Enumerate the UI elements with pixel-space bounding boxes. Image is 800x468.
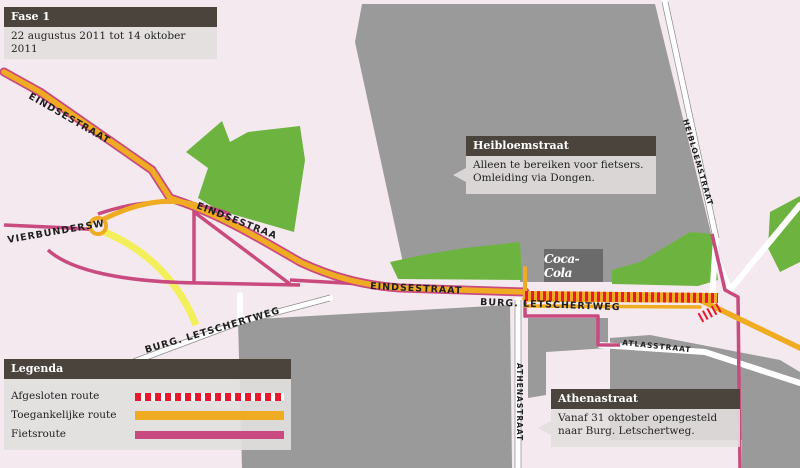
- callout-athenastraat-body: Vanaf 31 oktober opengesteld naar Burg. …: [551, 409, 740, 447]
- callout-heibloemstraat-body: Alleen te bereiken voor fietsers. Omleid…: [466, 156, 656, 194]
- phase-box: Fase 1 22 augustus 2011 tot 14 oktober 2…: [4, 7, 217, 59]
- callout-heibloemstraat-title: Heibloemstraat: [466, 136, 656, 156]
- legend-swatch-bike: [135, 430, 284, 439]
- phase-title: Fase 1: [4, 7, 217, 27]
- legend-swatch-accessible: [135, 411, 284, 420]
- legend-body: Afgesloten route Toegankelijke route Fie…: [4, 379, 291, 450]
- callout-heibloemstraat-line: Omleiding via Dongen.: [473, 172, 595, 184]
- legend-swatch-closed: [135, 392, 284, 401]
- street-text-eindsestraat-nw: EINDSESTRAAT: [27, 91, 112, 147]
- street-text-eindsestraat-east: EINDSESTRAAT: [370, 281, 462, 297]
- park-east-eindsestraat: [390, 242, 522, 280]
- street-label-eindsestraat-nw: EINDSESTRAAT: [27, 91, 113, 147]
- phase-dates: 22 augustus 2011 tot 14 oktober 2011: [4, 27, 217, 59]
- callout-athenastraat: Athenastraat Vanaf 31 oktober opengestel…: [538, 389, 740, 447]
- street-label-burg-letschertweg-east: BURG. LETSCHERTWEG: [480, 297, 621, 313]
- street-text-burg-letschertweg-east: BURG. LETSCHERTWEG: [480, 297, 620, 313]
- callout-athenastraat-title: Athenastraat: [551, 389, 740, 409]
- building-south-mid: [528, 318, 608, 398]
- coca-cola-logo-text: Coca-Cola: [544, 251, 580, 280]
- coca-cola-logo: Coca-Cola: [544, 249, 603, 282]
- legend-label-accessible: Toegankelijke route: [11, 409, 117, 421]
- legend-label-closed: Afgesloten route: [11, 390, 100, 402]
- park-heibloemstraat: [612, 232, 718, 286]
- street-label-eindsestraat-east: EINDSESTRAAT: [370, 281, 463, 297]
- pale-yellow-road: [98, 226, 200, 327]
- building-south-west: [238, 305, 512, 468]
- legend: Legenda Afgesloten route Toegankelijke r…: [4, 359, 291, 450]
- legend-item-closed: Afgesloten route: [11, 387, 284, 406]
- legend-item-bike: Fietsroute: [11, 425, 284, 444]
- roundabout: [88, 216, 108, 236]
- minor-road-outlines: [132, 1, 720, 468]
- legend-title: Legenda: [4, 359, 291, 379]
- park-north-west: [186, 121, 305, 232]
- callout-heibloemstraat: Heibloemstraat Alleen te bereiken voor f…: [453, 136, 656, 194]
- street-label-athenastraat: ATHENASTRAAT: [515, 363, 524, 441]
- closed-route: [524, 291, 725, 323]
- legend-item-accessible: Toegankelijke route: [11, 406, 284, 425]
- legend-label-bike: Fietsroute: [11, 428, 67, 440]
- callout-athenastraat-line: naar Burg. Letschertweg.: [558, 425, 695, 437]
- callout-heibloemstraat-line: Alleen te bereiken voor fietsers.: [473, 159, 644, 171]
- callout-athenastraat-line: Vanaf 31 oktober opengesteld: [558, 412, 718, 424]
- parks: [186, 121, 800, 286]
- minor-roads: [130, 0, 800, 468]
